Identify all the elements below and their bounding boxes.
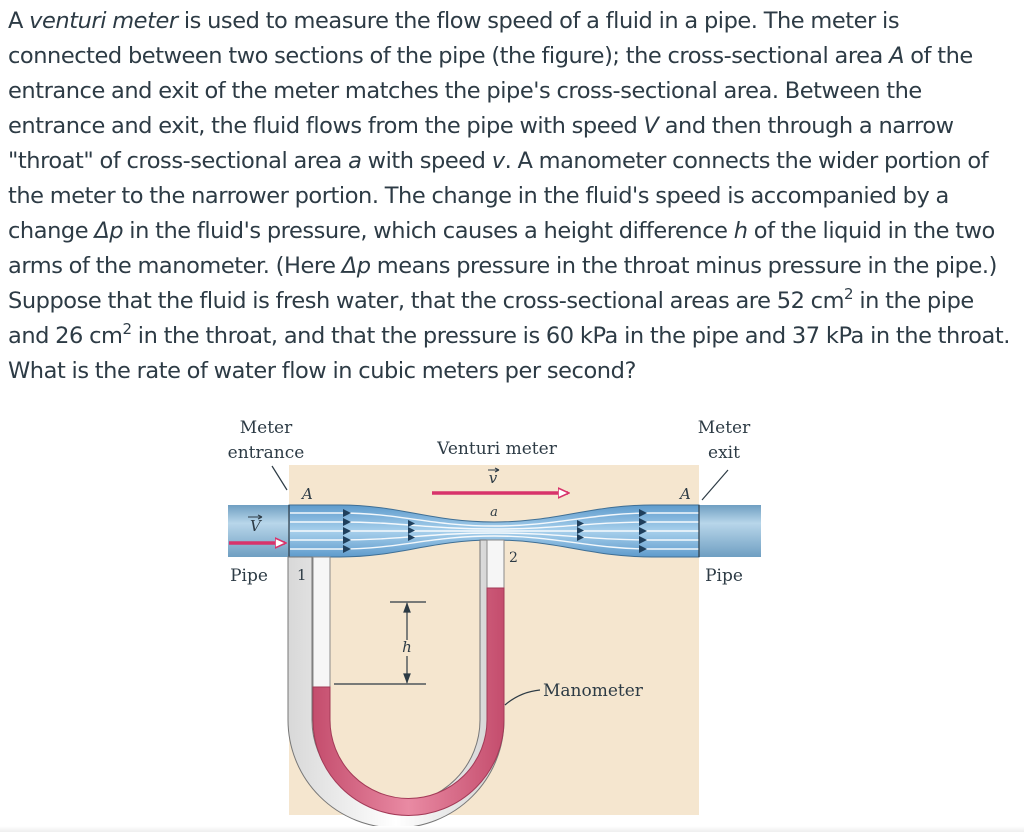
bottom-edge <box>0 826 1024 832</box>
label-meter-entrance-1: Meter <box>240 418 293 438</box>
q-text: of the entrance and exit of the meter ma… <box>8 43 973 139</box>
label-pipe-right: Pipe <box>705 566 743 586</box>
q-text: in the pipe and 26 cm <box>8 288 974 349</box>
q-var: v <box>491 148 505 174</box>
label-point-1: 1 <box>297 566 307 584</box>
label-area-exit: A <box>678 485 691 503</box>
label-throat-area: a <box>490 505 498 520</box>
left-arm <box>312 556 331 688</box>
label-pipe-left: Pipe <box>230 566 268 586</box>
label-pipe-speed: V <box>250 517 263 535</box>
vector-tip-v <box>494 467 500 473</box>
leader-manometer <box>504 689 541 706</box>
q-var: a <box>348 148 362 174</box>
q-var: Δp <box>341 253 371 279</box>
label-throat-speed: v <box>489 469 498 487</box>
question-text: A venturi meter is used to measure the f… <box>8 4 1018 389</box>
q-exponent: 2 <box>122 320 133 338</box>
q-text: with speed <box>361 148 492 174</box>
q-var: Δp <box>94 218 124 244</box>
label-area-entrance: A <box>300 485 313 503</box>
q-text: is used to measure the flow speed of a f… <box>8 8 900 69</box>
q-exponent: 2 <box>844 285 854 303</box>
label-meter-exit-2: exit <box>708 443 740 463</box>
right-arm <box>486 539 505 589</box>
q-term: venturi meter <box>29 8 178 34</box>
label-height: h <box>402 638 412 656</box>
q-text: means pressure in the throat minus press… <box>8 253 997 314</box>
pipe-right <box>699 505 761 557</box>
manometer-tube <box>287 539 505 829</box>
q-var: h <box>733 218 748 244</box>
q-text: A <box>8 8 30 34</box>
q-var: V <box>643 113 659 139</box>
manometer-liquid <box>312 587 505 816</box>
figure-background <box>289 465 699 815</box>
leader-entrance <box>271 465 288 491</box>
pipe-left <box>228 505 290 557</box>
q-text: . A manometer connects the wider portion… <box>8 148 989 244</box>
label-meter-exit-1: Meter <box>698 418 751 438</box>
label-venturi-meter: Venturi meter <box>436 439 558 459</box>
venturi-body <box>288 504 700 558</box>
q-text: in the fluid's pressure, which causes a … <box>123 218 734 244</box>
label-meter-entrance-2: entrance <box>228 443 305 463</box>
height-marker <box>334 601 426 685</box>
streamlines <box>290 512 699 550</box>
q-text: and then through a narrow "throat" of cr… <box>8 113 954 174</box>
label-point-2: 2 <box>509 550 518 566</box>
q-text: of the liquid in the two arms of the man… <box>8 218 995 279</box>
vector-tip-V <box>257 514 263 520</box>
label-manometer: Manometer <box>543 681 644 701</box>
q-text: in the throat, and that the pressure is … <box>8 323 1010 384</box>
q-var: A <box>889 43 905 69</box>
leader-exit <box>701 469 729 501</box>
flow-arrowheads <box>343 509 647 553</box>
